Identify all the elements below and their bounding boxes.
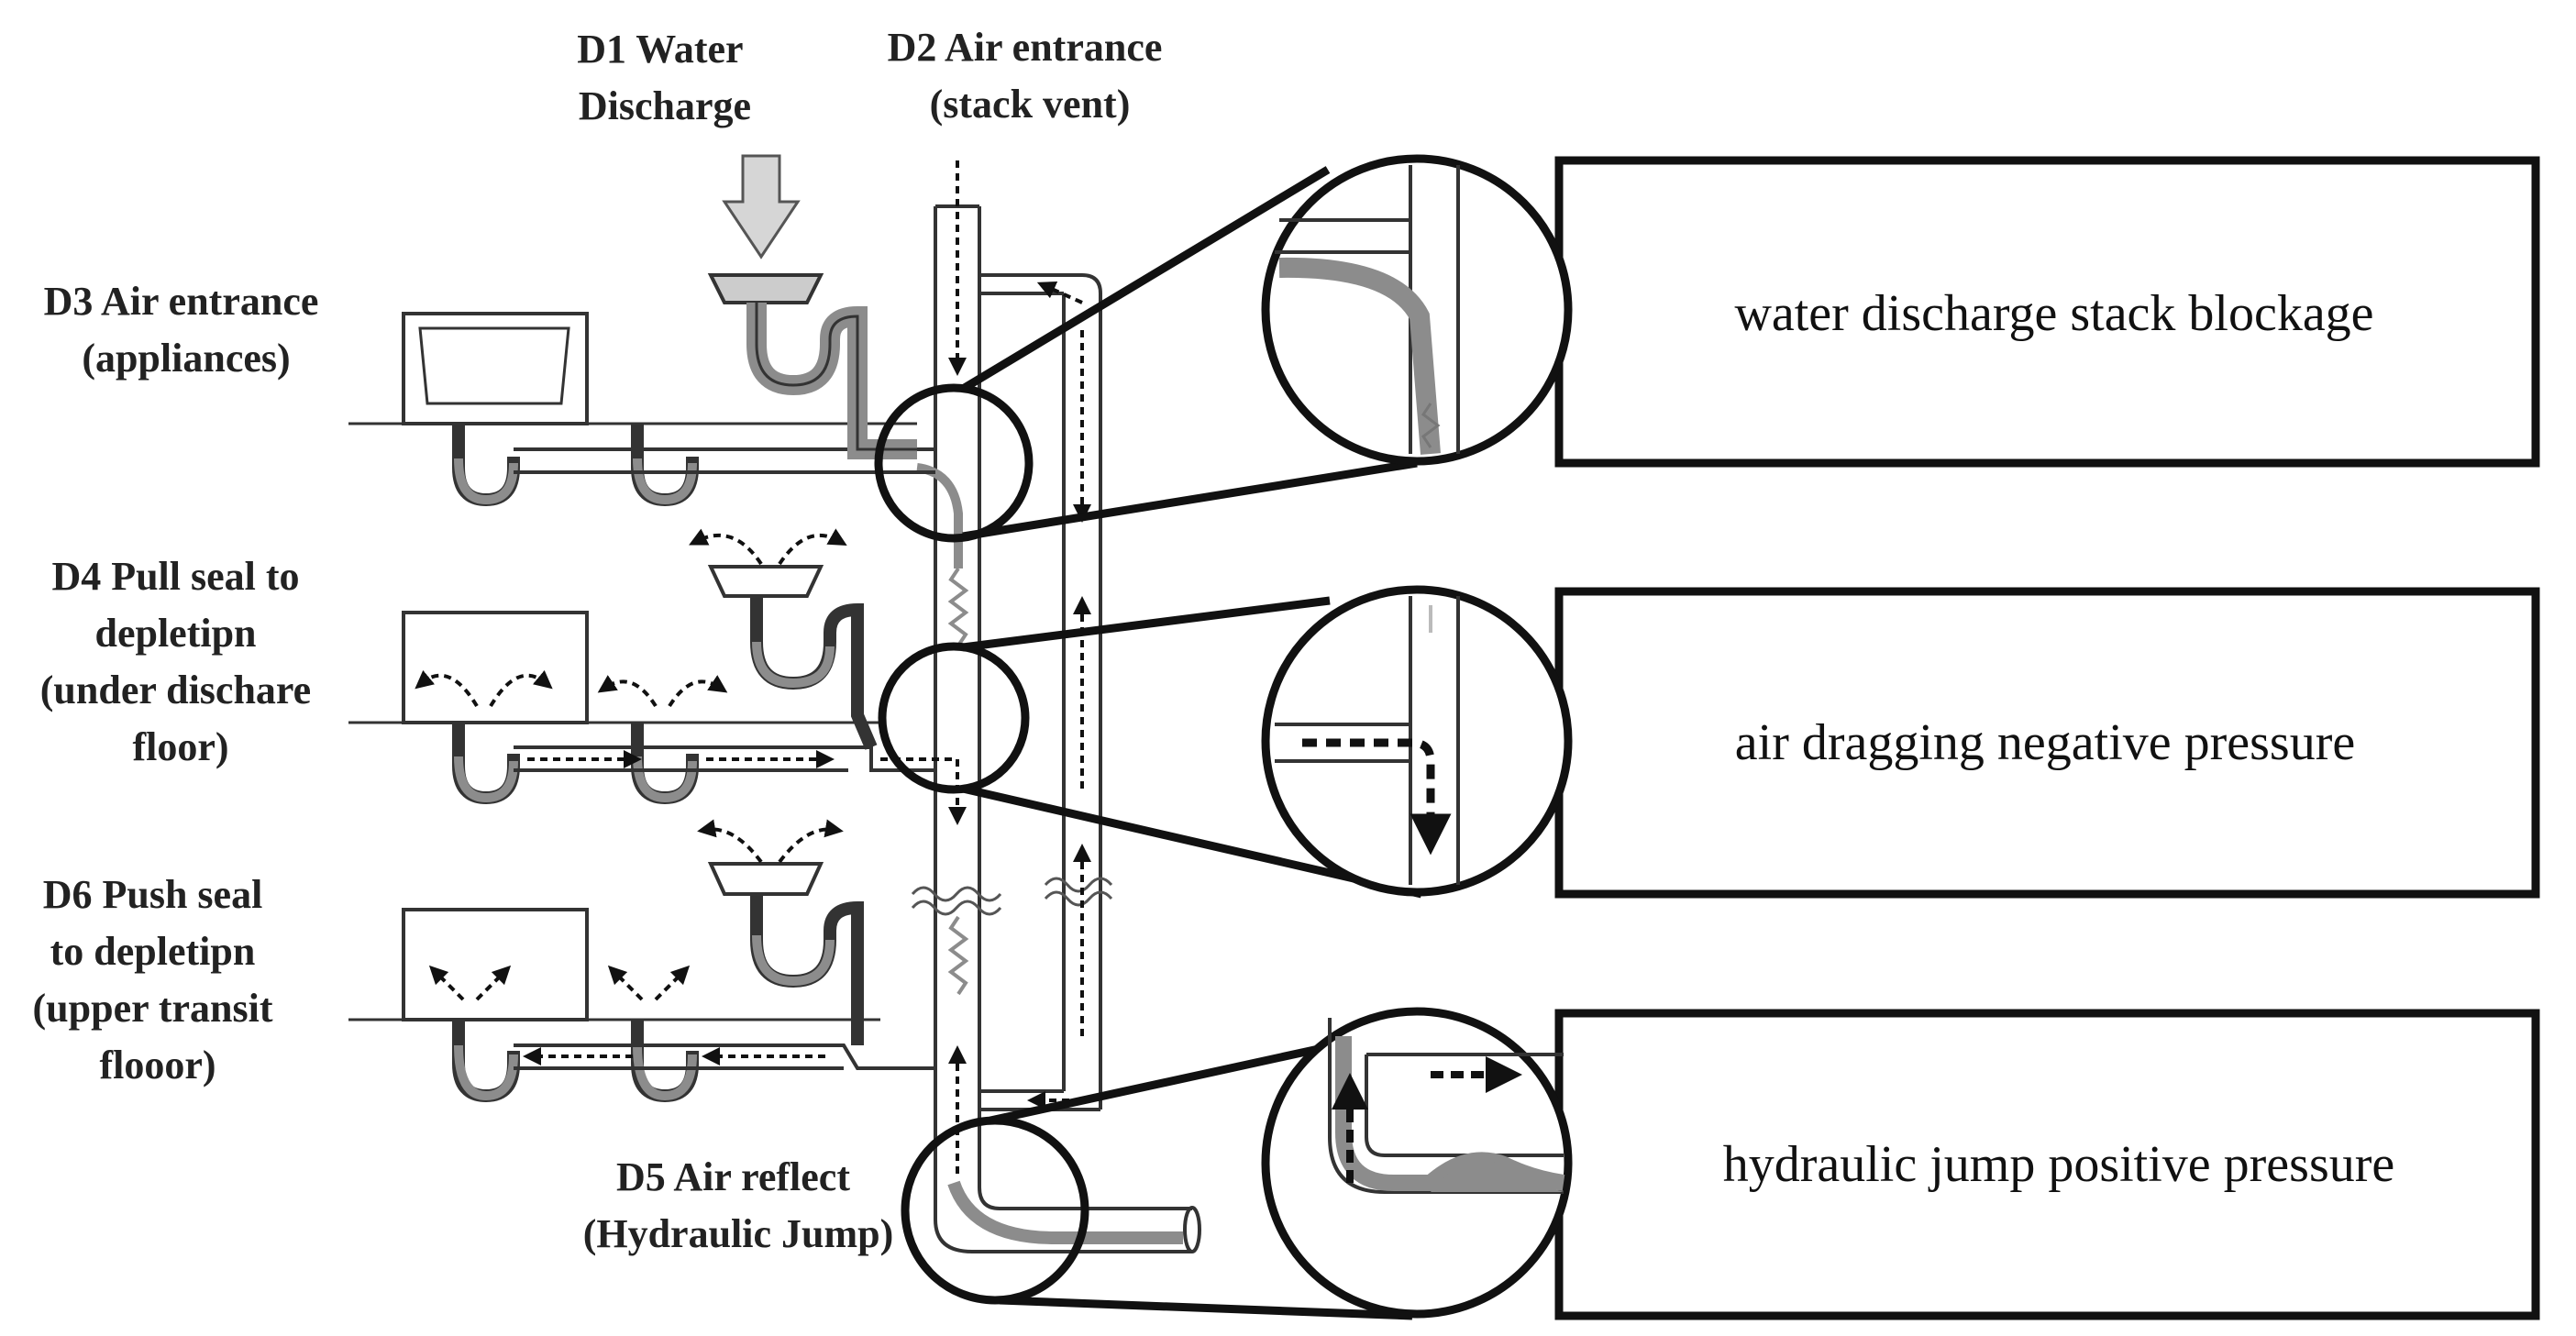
label-d6: D6 Push seal to depletipn (upper transit… bbox=[33, 872, 283, 1088]
level-2-appliances bbox=[402, 528, 967, 825]
callout-boxes bbox=[1554, 156, 2540, 1320]
label-d2: D2 Air entrance (stack vent) bbox=[888, 25, 1173, 127]
air-arrows bbox=[948, 160, 1091, 1174]
label-d5: D5 Air reflect (Hydraulic Jump) bbox=[583, 1154, 894, 1256]
level-3-appliances bbox=[402, 819, 935, 1103]
callout-text-negative-pressure: air dragging negative pressure bbox=[1735, 714, 2355, 771]
main-stack bbox=[934, 204, 1201, 1253]
label-d3: D3 Air entrance (appliances) bbox=[44, 279, 329, 381]
callout-text-positive-pressure: hydraulic jump positive pressure bbox=[1723, 1136, 2395, 1193]
callout-text-blockage: water discharge stack blockage bbox=[1734, 285, 2373, 342]
label-d4: D4 Pull seal to depletipn (under dischar… bbox=[40, 554, 321, 769]
level-1-appliances bbox=[402, 154, 935, 507]
water-flow bbox=[916, 463, 1183, 1244]
label-d1: D1 Water Discharge bbox=[577, 27, 752, 128]
zoom-circle-positive-pressure bbox=[1261, 1007, 1573, 1319]
break-marks bbox=[911, 877, 1113, 916]
zoom-circle-negative-pressure bbox=[1261, 585, 1573, 897]
water-discharge-arrow-icon bbox=[722, 154, 801, 259]
zoom-circle-blockage bbox=[1261, 154, 1573, 466]
